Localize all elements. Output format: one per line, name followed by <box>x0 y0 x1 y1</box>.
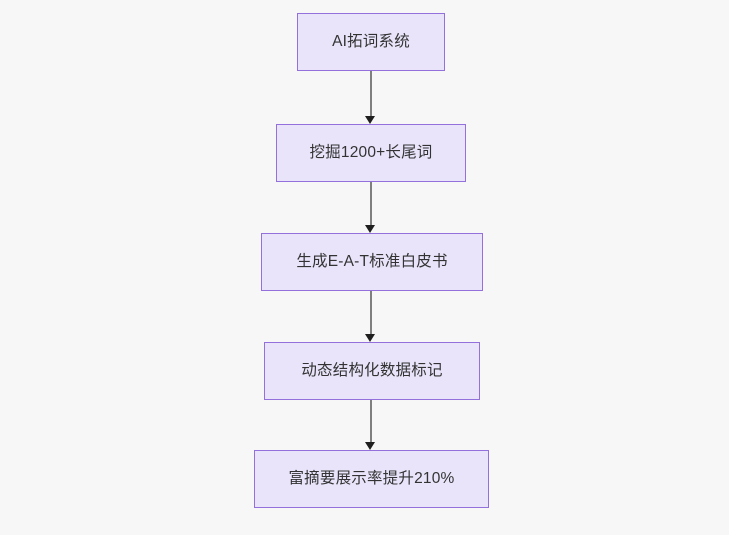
flowchart-node-5-label: 富摘要展示率提升210% <box>288 469 455 487</box>
flowchart-node-2[interactable]: 挖掘1200+长尾词 <box>276 124 466 182</box>
flowchart-node-1-label: AI拓词系统 <box>332 32 410 50</box>
flowchart-node-3[interactable]: 生成E-A-T标准白皮书 <box>261 233 483 291</box>
edge-line <box>370 291 372 334</box>
flowchart-node-2-label: 挖掘1200+长尾词 <box>309 143 433 161</box>
edge-line <box>370 400 372 442</box>
arrowhead-icon <box>365 442 376 450</box>
arrowhead-icon <box>365 225 376 233</box>
flowchart-node-3-label: 生成E-A-T标准白皮书 <box>296 252 448 270</box>
flowchart-node-4-label: 动态结构化数据标记 <box>301 361 443 379</box>
flowchart-node-4[interactable]: 动态结构化数据标记 <box>264 342 480 400</box>
edge-line <box>370 182 372 225</box>
edge-line <box>370 71 372 116</box>
flowchart-node-5[interactable]: 富摘要展示率提升210% <box>254 450 489 508</box>
arrowhead-icon <box>365 116 376 124</box>
flowchart-node-1[interactable]: AI拓词系统 <box>297 13 445 71</box>
arrowhead-icon <box>365 334 376 342</box>
